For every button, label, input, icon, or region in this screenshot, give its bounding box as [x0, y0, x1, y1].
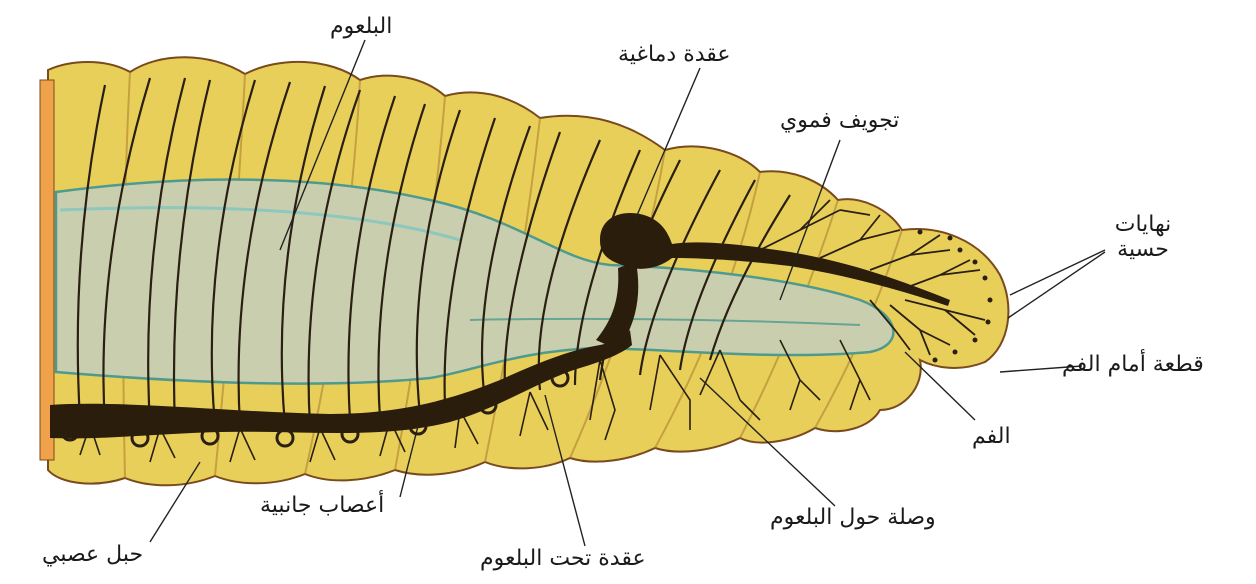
label-circumpharyngeal-connective: وصلة حول البلعوم [770, 505, 936, 530]
label-buccal-cavity: تجويف فموي [780, 108, 899, 133]
label-sensory-endings: نهايات حسية [1098, 212, 1188, 263]
label-sensory-endings-line1: نهايات [1098, 212, 1188, 237]
label-nerve-cord: حبل عصبي [42, 542, 143, 567]
label-mouth: الفم [972, 424, 1011, 449]
label-cerebral-ganglion: عقدة دماغية [618, 42, 731, 67]
label-pharynx: البلعوم [330, 14, 392, 39]
label-subpharyngeal-ganglion: عقدة تحت البلعوم [480, 546, 646, 571]
label-prostomium: قطعة أمام الفم [1062, 352, 1204, 377]
label-sensory-endings-line2: حسية [1098, 237, 1188, 262]
body-left-cut [40, 80, 54, 460]
label-lateral-nerves: أعصاب جانبية [260, 493, 384, 518]
